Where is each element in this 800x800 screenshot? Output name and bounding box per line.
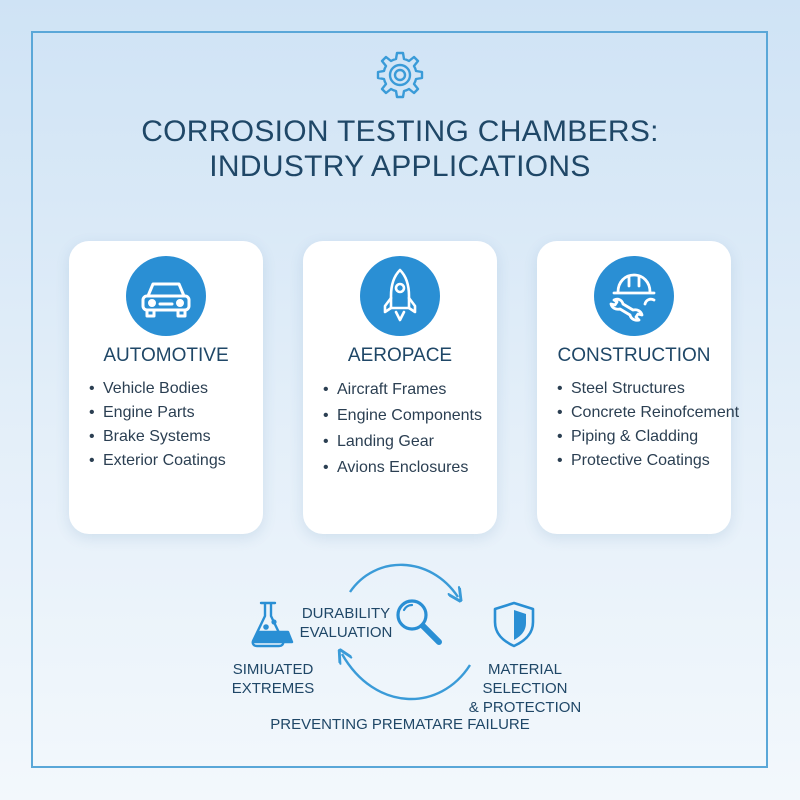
- list-item: Steel Structures: [557, 377, 739, 401]
- label-simulated-extremes: SIMIUATED EXTREMES: [223, 660, 323, 698]
- list-item: Vehicle Bodies: [89, 377, 226, 401]
- label-line: & PROTECTION: [468, 699, 582, 716]
- list-item: Exterior Coatings: [89, 449, 226, 473]
- list-item: Protective Coatings: [557, 449, 739, 473]
- card-heading: AUTOMOTIVE: [103, 345, 229, 366]
- list-item: Aircraft Frames: [323, 377, 482, 403]
- gear-icon: [376, 51, 424, 99]
- list-item: Engine Parts: [89, 401, 226, 425]
- card-item-list: Vehicle Bodies Engine Parts Brake System…: [89, 377, 226, 473]
- label-line: EXTREMES: [231, 680, 315, 697]
- hardhat-wrench-icon: [609, 273, 656, 322]
- flask-icon: [251, 601, 294, 648]
- page-title-line-2: INDUSTRY APPLICATIONS: [209, 150, 591, 183]
- card-construction: CONSTRUCTION Steel Structures Concrete R…: [537, 241, 739, 534]
- label-line: EVALUATION: [299, 624, 393, 641]
- cycle-arrow-bottom: [342, 654, 472, 701]
- card-automotive: AUTOMOTIVE Vehicle Bodies Engine Parts B…: [69, 241, 263, 534]
- card-aerospace: AEROPACE Aircraft Frames Engine Componen…: [303, 241, 497, 534]
- label-line: MATERIAL SELECTION: [482, 661, 568, 697]
- label-durability-evaluation: DURABILITY EVALUATION: [296, 604, 396, 642]
- magnifier-icon: [396, 599, 442, 645]
- label-line: DURABILITY: [301, 605, 391, 622]
- label-material-selection: MATERIAL SELECTION & PROTECTION: [445, 660, 605, 717]
- card-icon-circle: [360, 256, 440, 336]
- label-line: SIMIUATED: [232, 661, 314, 678]
- shield-icon: [493, 601, 535, 648]
- card-item-list: Aircraft Frames Engine Components Landin…: [323, 377, 482, 481]
- outer-frame: [31, 31, 768, 768]
- card-icon-circle: [594, 256, 674, 336]
- card-heading: CONSTRUCTION: [557, 345, 711, 366]
- card-icon-circle: [126, 256, 206, 336]
- card-item-list: Steel Structures Concrete Reinofcement P…: [557, 377, 739, 473]
- rocket-icon: [383, 268, 417, 322]
- list-item: Landing Gear: [323, 429, 482, 455]
- list-item: Brake Systems: [89, 425, 226, 449]
- cycle-arrow-top: [349, 563, 458, 597]
- footer-caption: PREVENTING PREMATARE FAILURE: [270, 716, 530, 733]
- card-heading: AEROPACE: [347, 345, 453, 366]
- car-icon: [141, 282, 191, 318]
- list-item: Piping & Cladding: [557, 425, 739, 449]
- list-item: Avions Enclosures: [323, 455, 482, 481]
- list-item: Concrete Reinofcement: [557, 401, 739, 425]
- list-item: Engine Components: [323, 403, 482, 429]
- page-title-line-1: CORROSION TESTING CHAMBERS:: [141, 115, 659, 148]
